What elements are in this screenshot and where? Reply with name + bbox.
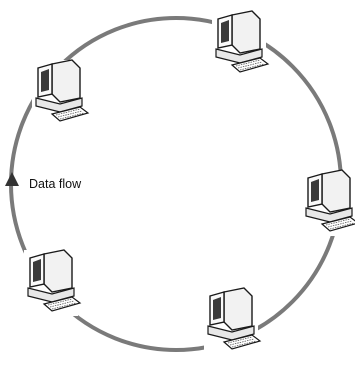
workstation-bottom: [204, 287, 262, 354]
keyboard-keys: [59, 112, 85, 120]
monitor-housing: [51, 59, 81, 103]
system-unit: [305, 207, 353, 223]
workstation-right: [302, 169, 355, 236]
system-unit: [35, 97, 83, 113]
keyboard-keys: [231, 340, 257, 348]
keyboard-keys: [325, 218, 351, 226]
data-flow-label: Data flow: [27, 177, 84, 191]
keyboard-keys: [229, 338, 255, 346]
arrow-up-icon: [5, 172, 19, 186]
system-unit: [215, 48, 263, 64]
keyboard: [230, 57, 270, 73]
monitor-housing: [43, 249, 73, 293]
keyboard-keys: [237, 61, 263, 69]
keyboard-keys: [227, 336, 253, 344]
monitor-screen: [33, 259, 41, 282]
keyboard-keys: [235, 59, 261, 67]
monitor-screen: [221, 20, 229, 43]
keyboard-keys: [55, 108, 81, 116]
monitor-housing: [231, 10, 261, 54]
workstation-top-left: [32, 59, 90, 126]
keyboard-keys: [329, 222, 355, 230]
keyboard-keys: [49, 300, 75, 308]
monitor-screen: [41, 69, 49, 92]
keyboard: [42, 296, 82, 312]
keyboard-keys: [47, 298, 73, 306]
keyboard-keys: [327, 220, 353, 228]
workstation-bottom-left: [24, 249, 82, 316]
keyboard-keys: [239, 63, 265, 71]
keyboard-keys: [57, 110, 83, 118]
keyboard-keys: [51, 302, 77, 310]
monitor-housing: [223, 287, 253, 331]
monitor-screen: [213, 297, 221, 320]
monitor-housing: [321, 169, 351, 213]
keyboard: [222, 334, 262, 350]
system-unit: [207, 325, 255, 341]
keyboard: [50, 106, 90, 122]
monitor-screen: [311, 179, 319, 202]
system-unit: [27, 287, 75, 303]
workstation-top-right: [212, 10, 270, 77]
